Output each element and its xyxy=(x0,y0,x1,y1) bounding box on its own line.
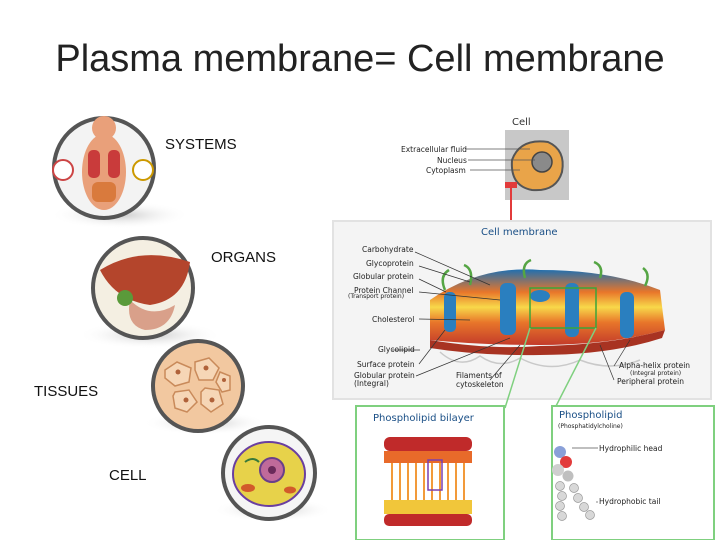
membrane-label-filaments: Filaments of xyxy=(456,371,502,380)
organs-circle xyxy=(78,236,222,349)
membrane-label-alpha-helix-protein: Alpha-helix protein xyxy=(619,361,691,370)
membrane-label-carbohydrate: Carbohydrate xyxy=(362,245,414,254)
level-label-tissues: TISSUES xyxy=(34,383,99,400)
membrane-label-glycolipid: Glycolipid xyxy=(378,345,415,354)
membrane-label-globular-protein-integral: Globular protein xyxy=(354,371,415,380)
phospholipid-label-head: Hydrophilic head xyxy=(599,444,663,453)
phospholipid-label-tail: Hydrophobic tail xyxy=(599,497,661,506)
cell-circle xyxy=(213,425,333,522)
membrane-label-glycoprotein: Glycoprotein xyxy=(366,259,414,268)
membrane-label-surface-protein: Surface protein xyxy=(357,360,415,369)
membrane-label-peripheral-protein: Peripheral protein xyxy=(617,377,684,386)
membrane-label-integral: (Integral) xyxy=(354,379,389,388)
detail-connectors xyxy=(504,327,597,409)
cell-inset-graphic xyxy=(466,130,569,200)
membrane-label-globular-protein: Globular protein xyxy=(353,272,414,281)
phospholipid-molecule xyxy=(552,446,598,521)
cell-label-nucleus: Nucleus xyxy=(437,156,467,165)
membrane-label-transport-protein: (Transport protein) xyxy=(348,293,405,300)
membrane-label-integral-protein: (Integral protein) xyxy=(630,370,682,377)
phospholipid-panel xyxy=(551,405,715,540)
bilayer-illustration xyxy=(384,437,472,526)
membrane-label-protein-channel: Protein Channel xyxy=(354,286,414,295)
systems-circle xyxy=(50,116,190,229)
level-label-cell: CELL xyxy=(109,467,147,484)
cell-label-cytoplasm: Cytoplasm xyxy=(426,166,466,175)
cell-label-extracellular-fluid: Extracellular fluid xyxy=(401,145,467,154)
page-title: Plasma membrane= Cell membrane xyxy=(55,38,665,80)
membrane-label-cholesterol: Cholesterol xyxy=(372,315,415,324)
tissues-circle xyxy=(143,339,267,435)
phospholipid-title: Phospholipid xyxy=(559,410,623,421)
level-label-organs: ORGANS xyxy=(211,249,277,266)
level-label-systems: SYSTEMS xyxy=(165,136,237,153)
phospholipid-subtitle: (Phosphatidylcholine) xyxy=(558,423,623,430)
cell-inset-title: Cell xyxy=(512,117,531,128)
membrane-leader-lines xyxy=(392,251,631,381)
bilayer-title: Phospholipid bilayer xyxy=(373,413,474,424)
membrane-title: Cell membrane xyxy=(481,227,558,238)
membrane-label-cytoskeleton: cytoskeleton xyxy=(456,380,504,389)
